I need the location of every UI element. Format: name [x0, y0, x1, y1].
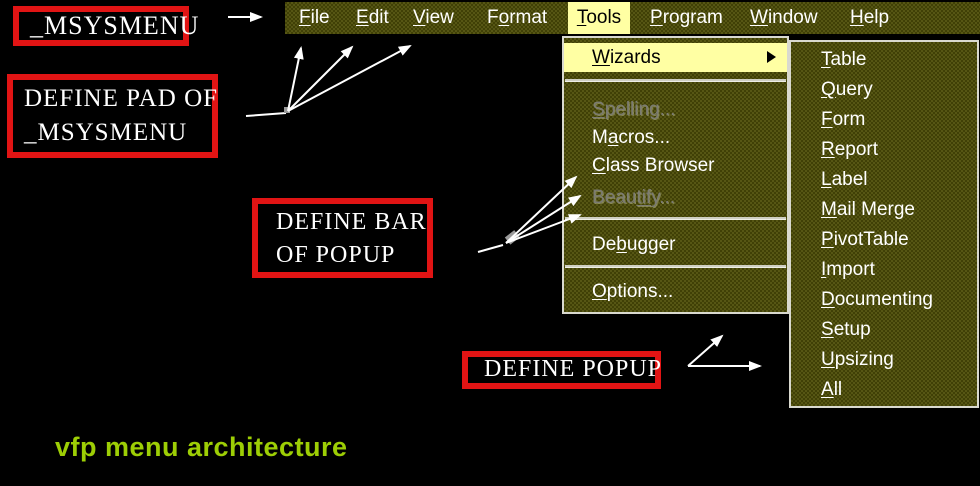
submenu-query[interactable]: Query [821, 79, 873, 100]
menu-help[interactable]: Help [850, 7, 890, 28]
arrow-define-pad-to-view [287, 45, 412, 112]
menu-separator [565, 79, 786, 82]
arrow-define-pad-to-edit [287, 45, 354, 112]
annotation-define-bar: DEFINE BAR OF POPUP [252, 198, 433, 278]
annotation-text: DEFINE PAD OF [24, 85, 219, 112]
arrow-origin-blob [504, 230, 520, 245]
annotation-text: OF POPUP [276, 242, 396, 268]
menuitem-wizards-highlighted[interactable]: Wizards [564, 43, 787, 72]
submenu-documenting[interactable]: Documenting [821, 289, 933, 310]
menu-separator [565, 217, 786, 220]
annotation-text: DEFINE POPUP [484, 356, 663, 382]
menu-bar: File Edit View Format Tools Program Wind… [285, 2, 980, 34]
submenu-all[interactable]: All [821, 379, 843, 400]
menu-format[interactable]: Format [487, 7, 548, 28]
annotation-text: _MSYSMENU [24, 119, 188, 146]
menuitem-spelling-disabled: Spelling... [592, 99, 676, 120]
submenu-arrow-icon [767, 51, 776, 63]
menu-view[interactable]: View [413, 7, 454, 28]
menuitem-beautify-disabled: Beautify... [592, 187, 676, 208]
arrow-tail-define-pad [245, 112, 287, 117]
submenu-report[interactable]: Report [821, 139, 879, 160]
menu-program[interactable]: Program [650, 7, 723, 28]
wizards-submenu: Table Query Form Report Label Mail Merge… [789, 40, 979, 408]
diagram-caption: vfp menu architecture [55, 432, 348, 462]
submenu-form[interactable]: Form [821, 109, 866, 130]
arrow-tail-define-bar [477, 244, 504, 253]
menu-separator [565, 265, 786, 268]
submenu-setup[interactable]: Setup [821, 319, 871, 340]
submenu-label[interactable]: Label [821, 169, 868, 190]
annotation-text: DEFINE BAR [276, 209, 427, 235]
menu-file[interactable]: File [299, 7, 330, 28]
menuitem-class-browser[interactable]: Class Browser [592, 155, 715, 176]
annotation-define-pad: DEFINE PAD OF _MSYSMENU [7, 74, 218, 158]
submenu-upsizing[interactable]: Upsizing [821, 349, 894, 370]
submenu-mail-merge[interactable]: Mail Merge [821, 199, 915, 220]
menu-window[interactable]: Window [750, 7, 818, 28]
arrow-origin-dot [284, 107, 290, 113]
annotation-define-popup: DEFINE POPUP [462, 351, 661, 389]
menu-tools-selected[interactable]: Tools [568, 2, 630, 34]
arrow-define-popup-up [687, 334, 724, 367]
submenu-import[interactable]: Import [821, 259, 875, 280]
submenu-table[interactable]: Table [821, 49, 867, 70]
menuitem-macros[interactable]: Macros... [592, 127, 671, 148]
tools-dropdown-menu: Wizards Spelling... Macros... Class Brow… [562, 36, 789, 314]
submenu-pivottable[interactable]: PivotTable [821, 229, 909, 250]
arrow-define-pad-to-file [287, 46, 304, 112]
menuitem-debugger[interactable]: Debugger [592, 234, 676, 255]
menuitem-options[interactable]: Options... [592, 281, 674, 302]
annotation-msysmenu: _MSYSMENU [13, 6, 198, 46]
menu-edit[interactable]: Edit [356, 7, 389, 28]
annotation-text: _MSYSMENU [30, 11, 200, 40]
